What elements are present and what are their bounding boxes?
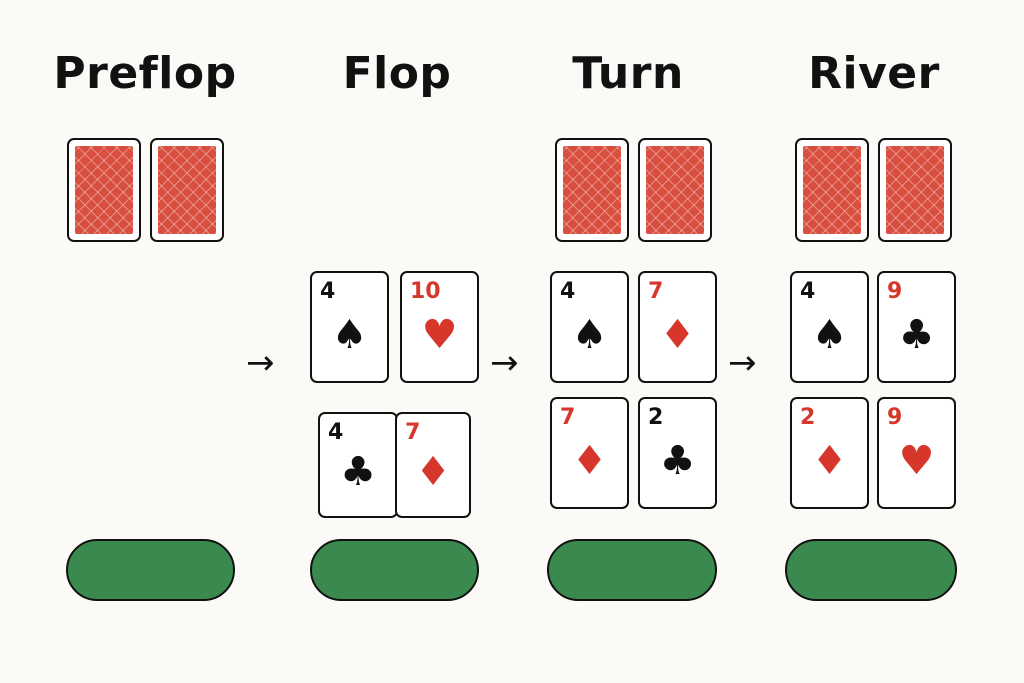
card-4-clubs: 4 ♣	[318, 412, 398, 518]
card-back	[67, 138, 141, 242]
card-2-diamonds: 2 ♦	[790, 397, 869, 509]
card-rank: 2	[800, 405, 816, 430]
stage-title-flop: Flop	[342, 48, 452, 99]
card-7-diamonds: 7 ♦	[550, 397, 629, 509]
card-4-spades: 4 ♠	[550, 271, 629, 383]
card-rank: 10	[410, 279, 441, 304]
diamond-icon: ♦	[811, 438, 848, 484]
club-icon: ♣	[898, 312, 935, 358]
stage-title-river: River	[808, 48, 940, 99]
club-icon: ♣	[659, 438, 696, 484]
card-back	[638, 138, 712, 242]
card-rank: 9	[887, 279, 903, 304]
card-back	[878, 138, 952, 242]
diamond-icon: ♦	[571, 438, 608, 484]
card-back	[555, 138, 629, 242]
spade-icon: ♠	[571, 312, 608, 358]
stage-title-preflop: Preflop	[53, 48, 237, 99]
card-rank: 7	[648, 279, 664, 304]
diamond-icon: ♦	[659, 312, 696, 358]
heart-icon: ♥	[898, 438, 935, 484]
card-10-hearts: 10 ♥	[400, 271, 479, 383]
diamond-icon: ♦	[415, 449, 451, 495]
stage-title-turn: Turn	[572, 48, 684, 99]
card-rank: 7	[405, 420, 421, 445]
table-felt	[66, 539, 235, 601]
card-7-diamonds: 7 ♦	[638, 271, 717, 383]
card-rank: 7	[560, 405, 576, 430]
card-9-hearts: 9 ♥	[877, 397, 956, 509]
card-rank: 4	[560, 279, 576, 304]
spade-icon: ♠	[331, 312, 368, 358]
table-felt	[547, 539, 717, 601]
card-back	[150, 138, 224, 242]
card-back	[795, 138, 869, 242]
card-4-spades: 4 ♠	[790, 271, 869, 383]
card-rank: 4	[320, 279, 336, 304]
card-2-clubs: 2 ♣	[638, 397, 717, 509]
card-rank: 4	[800, 279, 816, 304]
spade-icon: ♠	[811, 312, 848, 358]
club-icon: ♣	[340, 449, 376, 495]
card-rank: 9	[887, 405, 903, 430]
arrow-right-icon: →	[728, 343, 757, 383]
arrow-right-icon: →	[490, 343, 519, 383]
heart-icon: ♥	[421, 312, 458, 358]
table-felt	[310, 539, 479, 601]
card-rank: 2	[648, 405, 664, 430]
card-rank: 4	[328, 420, 344, 445]
table-felt	[785, 539, 957, 601]
card-7-diamonds: 7 ♦	[395, 412, 471, 518]
card-9-clubs: 9 ♣	[877, 271, 956, 383]
arrow-right-icon: →	[246, 343, 275, 383]
card-4-spades: 4 ♠	[310, 271, 389, 383]
